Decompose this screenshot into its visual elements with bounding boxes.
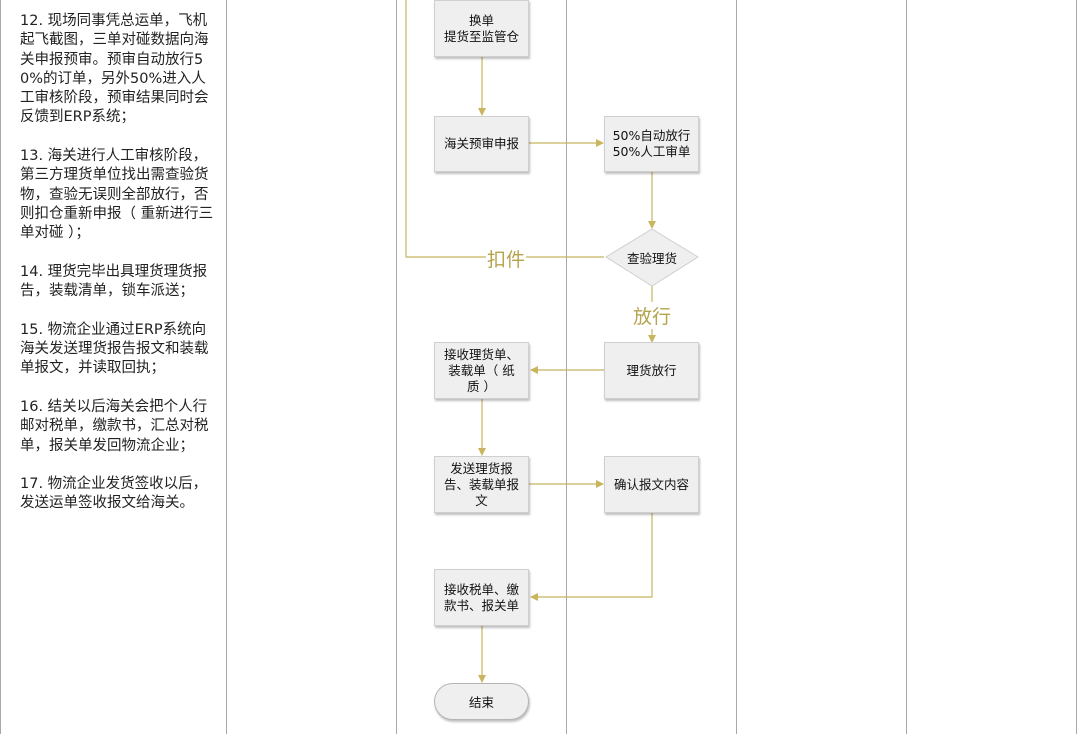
lane-divider bbox=[0, 0, 1, 734]
send-report-box: 发送理货报告、装载单报文 bbox=[434, 456, 529, 513]
release-label-2: 50%人工审单 bbox=[612, 144, 691, 159]
note-step-17: 17. 物流企业发货签收以后，发送运单签收报文给海关。 bbox=[20, 476, 208, 512]
end-terminal: 结束 bbox=[434, 683, 529, 720]
swap-box: 换单提货至监管仓 bbox=[434, 0, 529, 57]
lane-divider bbox=[226, 0, 227, 734]
release-label-1: 50%自动放行 bbox=[612, 128, 691, 143]
confirm-box: 确认报文内容 bbox=[604, 456, 699, 513]
step-notes: 12. 现场同事凭总运单，飞机起飞截图，三单对碰数据向海关申报预审。预审自动放行… bbox=[20, 12, 216, 533]
receive-tally-label-2: 装载单（ 纸 bbox=[448, 362, 515, 378]
note-step-12: 12. 现场同事凭总运单，飞机起飞截图，三单对碰数据向海关申报预审。预审自动放行… bbox=[20, 13, 209, 126]
inspect-label: 查验理货 bbox=[626, 251, 677, 266]
receive-tally-label-1: 接收理货单、 bbox=[443, 346, 519, 362]
lane-divider bbox=[396, 0, 397, 734]
confirm-label: 确认报文内容 bbox=[613, 476, 689, 492]
customs-pre-box: 海关预审申报 bbox=[434, 116, 529, 172]
receive-tax-label-2: 款书、报关单 bbox=[443, 597, 519, 613]
hold-label: 扣件 bbox=[486, 245, 527, 272]
receive-tally-box: 接收理货单、装载单（ 纸质 ） bbox=[434, 342, 529, 399]
tally-release-label: 理货放行 bbox=[626, 362, 677, 378]
note-step-14: 14. 理货完毕出具理货理货报告，装载清单，锁车派送； bbox=[20, 263, 208, 300]
edge-confirm-to-tax bbox=[530, 513, 653, 601]
note-step-13: 13. 海关进行人工审核阶段，第三方理货单位找出需查验货物，查验无误则全部放行，… bbox=[20, 148, 214, 242]
edge-inspect-hold bbox=[405, 0, 604, 258]
receive-tax-label-1: 接收税单、缴 bbox=[443, 581, 519, 597]
send-report-label-3: 文 bbox=[475, 492, 488, 508]
note-step-15: 15. 物流企业通过ERP系统向海关发送理货报告报文和装载单报文，并读取回执； bbox=[20, 321, 209, 377]
send-report-label-1: 发送理货报 bbox=[450, 460, 513, 476]
swap-label-2: 提货至监管仓 bbox=[443, 28, 519, 44]
lane-divider bbox=[906, 0, 907, 734]
receive-tally-label-3: 质 ） bbox=[467, 378, 496, 394]
send-report-label-2: 告、装载单报 bbox=[443, 476, 519, 492]
note-step-16: 16. 结关以后海关会把个人行邮对税单，缴款书，汇总对税单，报关单发回物流企业； bbox=[20, 398, 209, 454]
end-label: 结束 bbox=[468, 695, 494, 710]
lane-divider bbox=[566, 0, 567, 734]
swap-label-1: 换单 bbox=[468, 12, 494, 28]
tally-release-box: 理货放行 bbox=[604, 342, 699, 399]
customs-pre-label: 海关预审申报 bbox=[443, 136, 519, 151]
receive-tax-box: 接收税单、缴款书、报关单 bbox=[434, 569, 529, 626]
inspect-diamond bbox=[605, 228, 699, 287]
lane-divider bbox=[736, 0, 737, 734]
release-label: 放行 bbox=[632, 302, 673, 329]
